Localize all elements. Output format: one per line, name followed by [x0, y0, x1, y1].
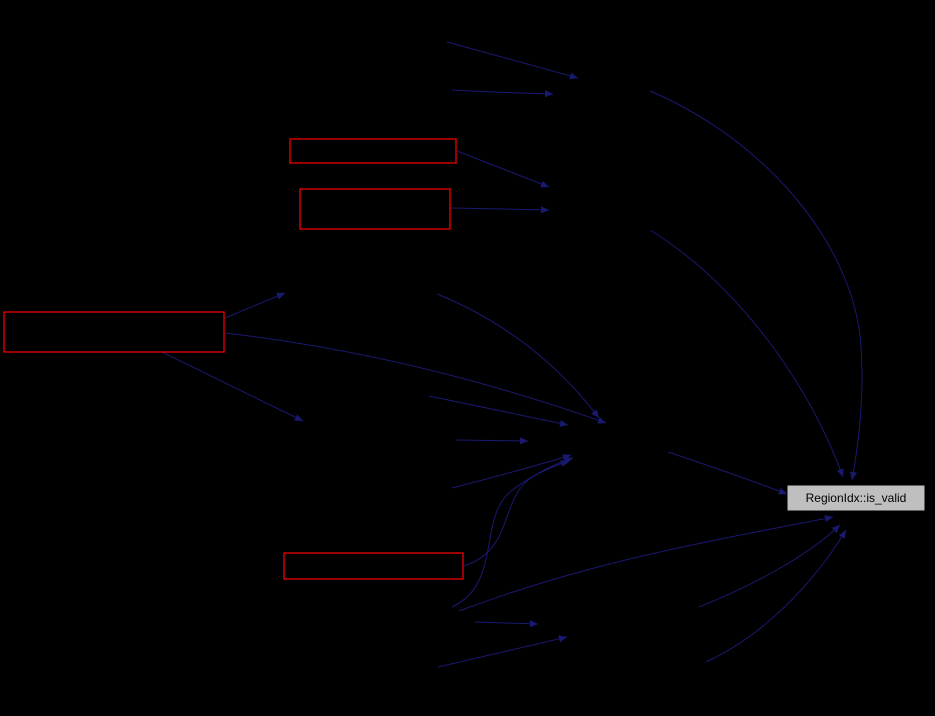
call-edge: [437, 635, 568, 668]
call-edge: [458, 515, 834, 612]
graph-node-red-3[interactable]: [3, 311, 225, 353]
call-edge: [649, 229, 844, 478]
call-edge: [450, 206, 550, 214]
call-edge: [455, 437, 529, 445]
highlighted-node-label: RegionIdx::is_valid: [806, 491, 907, 505]
call-edge: [224, 292, 286, 319]
call-edge: [705, 529, 847, 663]
call-edge: [456, 150, 550, 188]
call-edge: [161, 351, 304, 422]
call-edge: [698, 524, 841, 608]
call-edge: [436, 293, 600, 419]
call-edge: [451, 454, 572, 489]
graph-node-red-4[interactable]: [283, 552, 464, 580]
graph-node-red-1[interactable]: [289, 138, 457, 164]
highlighted-node-box: [786, 484, 926, 512]
call-edges: [161, 41, 863, 668]
call-edge: [474, 620, 539, 628]
graph-node-red-2[interactable]: [299, 188, 451, 230]
call-edge: [667, 451, 788, 495]
call-nodes: RegionIdx::is_valid: [3, 138, 926, 580]
call-edge: [463, 457, 574, 567]
call-edge: [224, 332, 607, 424]
call-edge: [451, 460, 570, 608]
call-edge: [451, 89, 554, 98]
call-edge: [649, 90, 863, 481]
call-edge: [428, 395, 569, 427]
highlighted-node: RegionIdx::is_valid: [786, 484, 926, 512]
call-edge: [446, 41, 579, 80]
